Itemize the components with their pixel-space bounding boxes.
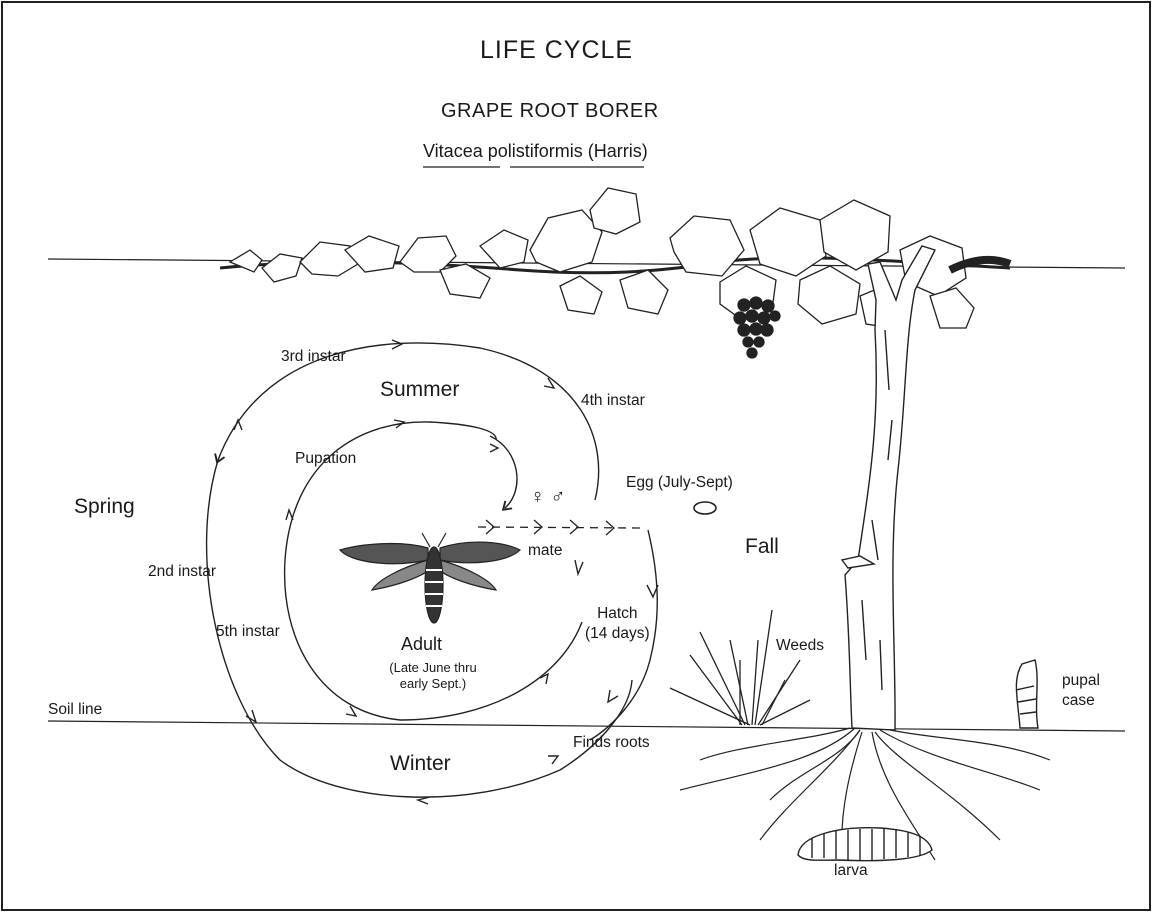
adult-note: (Late June thru early Sept.) [368,660,498,692]
pupal-line-2: case [1062,691,1100,711]
stage-mate: mate [528,542,562,560]
scientific-name: Vitacea polistiformis (Harris) [423,141,648,162]
adult-moth-illustration [340,533,520,623]
weeds-illustration [670,610,810,725]
hatch-line-1: Hatch [585,604,650,624]
species-name: polistiformis [488,141,583,161]
sex-symbols: ♀ ♂ [530,486,566,509]
hatch-line-2: (14 days) [585,624,650,644]
stage-3rd-instar: 3rd instar [281,348,346,366]
stage-hatch: Hatch (14 days) [585,604,650,644]
adult-note-line-2: early Sept.) [368,676,498,692]
stage-4th-instar: 4th instar [581,392,645,410]
pupal-line-1: pupal [1062,671,1100,691]
stage-adult: Adult [401,634,442,655]
vine-trunk [842,246,935,730]
page-title: LIFE CYCLE [480,36,633,65]
stage-2nd-instar: 2nd instar [148,563,216,581]
larva-illustration [798,828,932,861]
adult-note-line-1: (Late June thru [368,660,498,676]
soil-line [48,721,1125,731]
stage-pupation: Pupation [295,450,356,468]
label-soil-line: Soil line [48,701,102,719]
page-subtitle: GRAPE ROOT BORER [441,100,659,123]
pupal-case-illustration [1016,660,1038,728]
genus-name: Vitacea [423,141,483,161]
season-summer: Summer [380,378,459,402]
label-weeds: Weeds [776,637,824,655]
species-author: (Harris) [588,141,648,161]
season-spring: Spring [74,495,135,519]
grape-cluster [734,297,780,358]
egg-illustration [694,502,716,514]
stage-finds-roots: Finds roots [573,734,650,752]
season-winter: Winter [390,752,451,776]
stage-egg: Egg (July-Sept) [626,474,733,492]
stage-5th-instar: 5th instar [216,623,280,641]
season-fall: Fall [745,535,779,559]
label-larva: larva [834,862,868,880]
mating-arrows [478,527,640,528]
label-pupal-case: pupal case [1062,671,1100,711]
